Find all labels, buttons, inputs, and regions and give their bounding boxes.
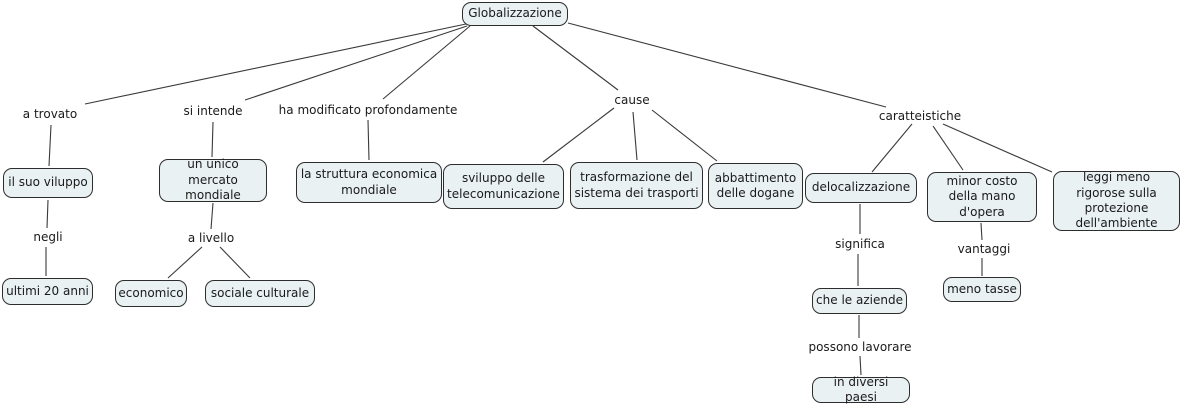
link-label-negli[interactable]: negli (33, 230, 63, 244)
edge-caratteistiche-minor-costo (932, 125, 964, 171)
concept-node-sociale-culturale[interactable]: sociale culturale (205, 280, 315, 307)
edge-mercato-a-livello (210, 202, 214, 230)
edge-caratteistiche-delocalizzazione (871, 123, 913, 173)
edge-root-si-intende (244, 25, 468, 101)
link-label-ha-modificato[interactable]: ha modificato profondamente (278, 103, 458, 117)
edge-root-a-trovato (84, 23, 467, 105)
edge-cause-sviluppo (542, 107, 615, 163)
edge-viluppo-negli (46, 199, 49, 229)
edge-possono-paesi (859, 355, 862, 376)
edge-cause-trasformazione (632, 111, 638, 161)
link-label-a-livello[interactable]: a livello (187, 231, 235, 245)
link-label-possono-lavorare[interactable]: possono lavorare (808, 340, 912, 354)
concept-node-leggi-meno-rigorose[interactable]: leggi meno rigorose sulla protezione del… (1053, 170, 1180, 231)
concept-node-trasformazione-trasporti[interactable]: trasformazione del sistema dei trasporti (570, 162, 703, 209)
concept-node-meno-tasse[interactable]: meno tasse (943, 277, 1021, 302)
edge-root-cause (532, 25, 619, 91)
link-label-vantaggi[interactable]: vantaggi (957, 242, 1011, 256)
concept-node-delocalizzazione[interactable]: delocalizzazione (805, 173, 917, 203)
edge-minor-costo-vantaggi (980, 222, 983, 241)
concept-node-un-unico-mercato[interactable]: un unico mercato mondiale (159, 157, 267, 202)
link-label-caratteistiche[interactable]: caratteistiche (878, 109, 962, 123)
edge-root-ha-modificato (382, 25, 471, 100)
link-label-si-intende[interactable]: si intende (183, 104, 243, 118)
edge-ha-modificato-struttura (367, 119, 370, 161)
concept-node-sviluppo-telecom[interactable]: sviluppo delle telecomunicazione (443, 164, 564, 209)
edge-a-livello-sociale (219, 246, 251, 279)
concept-node-globalizzazione[interactable]: Globalizzazione (462, 2, 568, 26)
concept-node-che-le-aziende[interactable]: che le aziende (812, 288, 907, 314)
concept-node-il-suo-viluppo[interactable]: il suo viluppo (3, 168, 93, 198)
edge-si-intende-mercato (211, 121, 214, 158)
concept-node-economico[interactable]: economico (115, 280, 187, 307)
edge-caratteistiche-leggi (942, 123, 1053, 173)
edge-cause-abbattimento (651, 109, 718, 162)
concept-node-struttura-economica[interactable]: la struttura economica mondiale (296, 162, 442, 203)
concept-node-in-diversi-paesi[interactable]: in diversi paesi (812, 375, 910, 404)
concept-node-minor-costo[interactable]: minor costo della mano d'opera (927, 172, 1037, 222)
concept-node-ultimi-20-anni[interactable]: ultimi 20 anni (2, 278, 93, 305)
edge-a-livello-economico (167, 246, 203, 279)
link-label-significa[interactable]: significa (835, 237, 885, 251)
edge-a-trovato-viluppo (48, 124, 52, 167)
link-label-cause[interactable]: cause (614, 93, 650, 107)
link-label-a-trovato[interactable]: a trovato (22, 107, 78, 121)
concept-node-abbattimento-dogane[interactable]: abbattimento delle dogane (708, 163, 803, 209)
